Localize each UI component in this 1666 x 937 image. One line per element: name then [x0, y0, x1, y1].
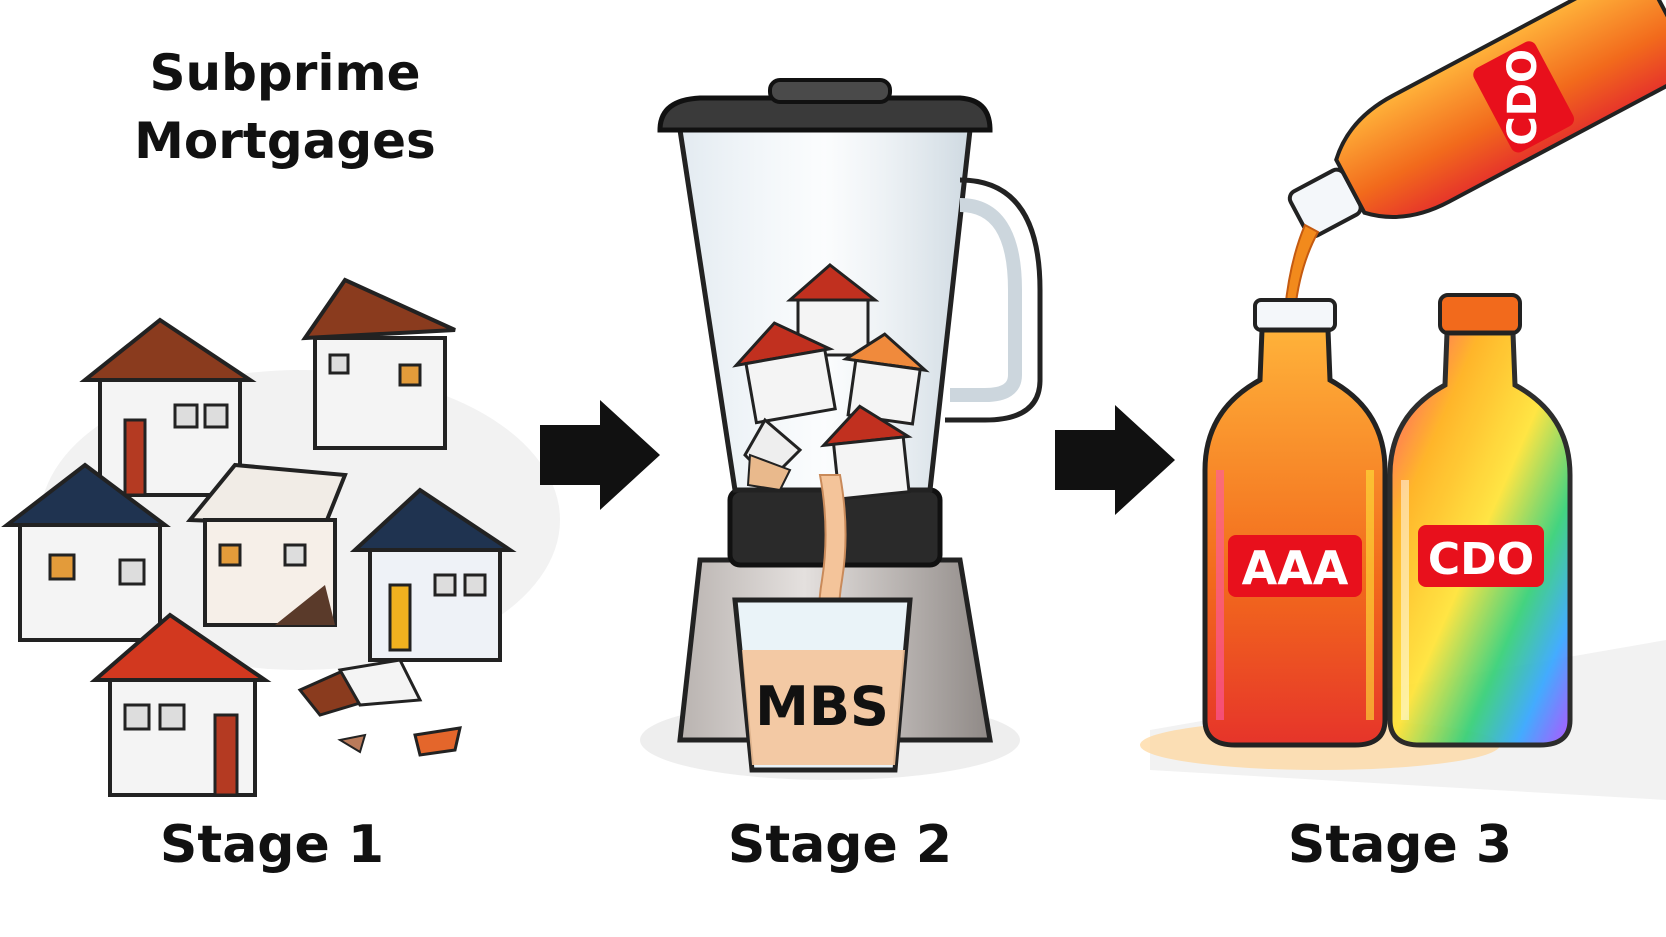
- debris: [297, 658, 462, 757]
- stage-1-title-line2: Mortgages: [134, 112, 436, 170]
- pouring-bottle-label: CDO: [1500, 49, 1546, 146]
- stage-2-group: MBS Stage 2: [640, 78, 1043, 875]
- house-icon: [349, 487, 517, 662]
- house-icon: [89, 612, 272, 797]
- stage-1-group: Subprime Mortgages: [1, 44, 560, 875]
- blender-lid: [657, 95, 993, 133]
- arrow-right-icon: [540, 400, 660, 510]
- stage-1-caption: Stage 1: [160, 815, 384, 875]
- stage-2-caption: Stage 2: [728, 815, 952, 875]
- stage-3-caption: Stage 3: [1288, 815, 1512, 875]
- stage-1-title-line1: Subprime: [150, 44, 421, 102]
- blender-handle-glass: [950, 198, 1022, 402]
- cdo-label: CDO: [1428, 534, 1534, 585]
- arrow-right-icon: [1055, 405, 1175, 515]
- house-icon: [1, 462, 171, 642]
- house-icon: [301, 277, 456, 450]
- pour-stream: [1283, 223, 1320, 311]
- stage-3-group: CDO AAA CDO Stage 3: [1140, 0, 1666, 875]
- blender-handle: [945, 177, 1043, 423]
- blender-lid-cap: [768, 78, 892, 104]
- house-icon: [79, 317, 257, 497]
- aaa-label: AAA: [1242, 541, 1349, 595]
- aaa-bottle: AAA: [1202, 298, 1388, 748]
- mbs-label: MBS: [755, 675, 889, 738]
- houses-in-blender: [732, 263, 930, 501]
- broken-house-icon: [185, 462, 348, 627]
- cdo-bottle: CDO: [1387, 293, 1573, 748]
- pouring-bottle: CDO: [1287, 0, 1666, 239]
